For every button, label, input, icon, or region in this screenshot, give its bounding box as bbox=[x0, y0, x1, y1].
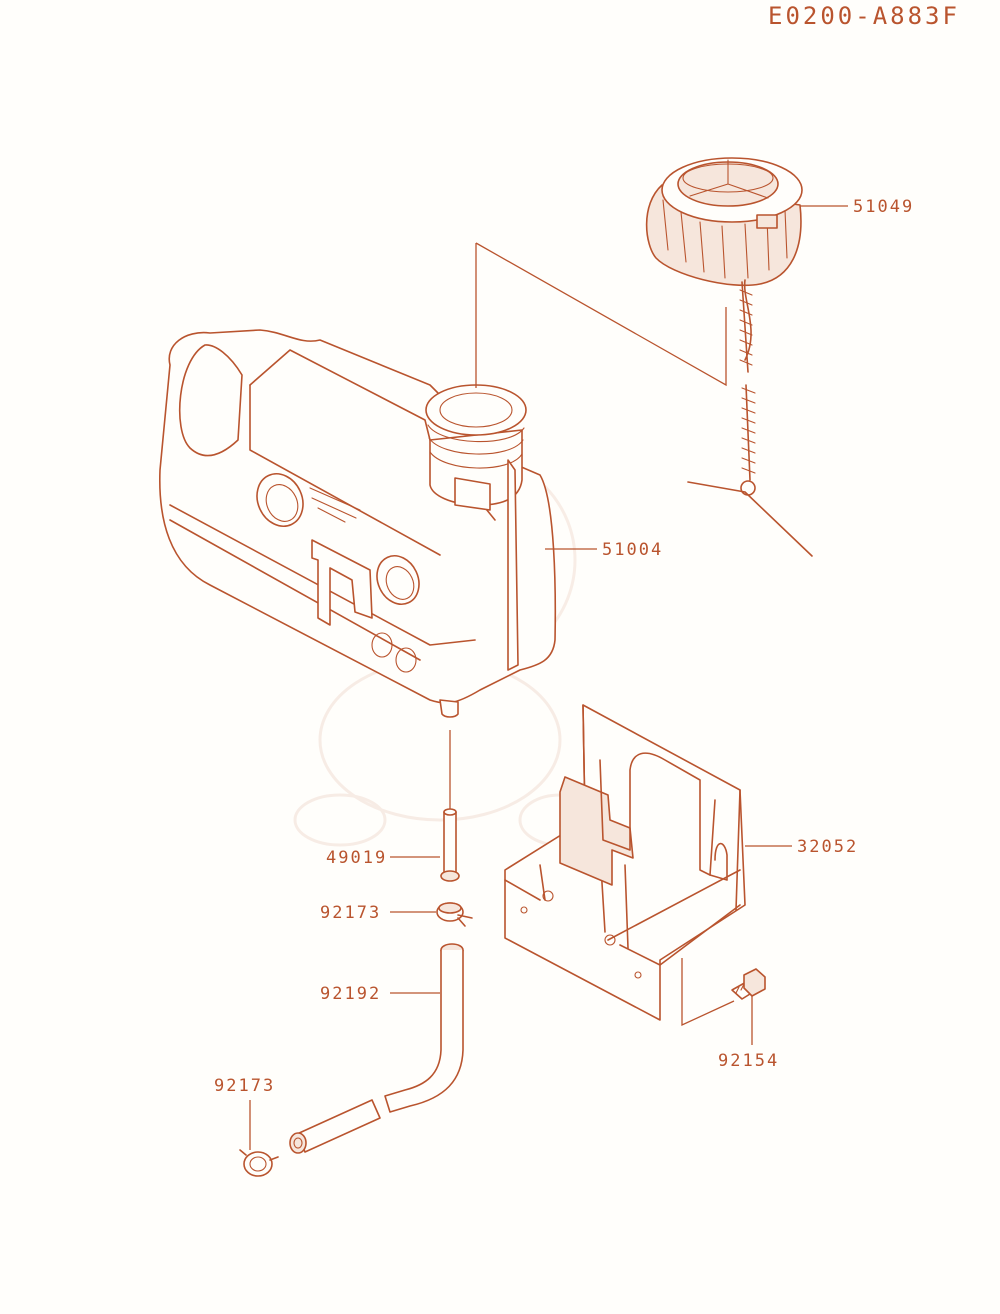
diagram-code: E0200-A883F bbox=[768, 2, 960, 30]
part-label-joint[interactable]: 49019 bbox=[326, 848, 388, 868]
part-label-fuel-cap[interactable]: 51049 bbox=[853, 197, 915, 217]
bracket-drawing bbox=[504, 704, 746, 1021]
bolt-drawing bbox=[681, 958, 766, 1045]
fuel-tank-drawing bbox=[158, 329, 557, 718]
part-label-clamp-lower[interactable]: 92173 bbox=[214, 1076, 276, 1096]
part-label-fuel-tank[interactable]: 51004 bbox=[602, 540, 664, 560]
cap-leader-line bbox=[475, 242, 727, 388]
fuel-cap-drawing bbox=[645, 157, 813, 557]
part-label-bracket[interactable]: 32052 bbox=[797, 837, 859, 857]
part-label-fuel-hose[interactable]: 92192 bbox=[320, 984, 382, 1004]
part-label-clamp-upper[interactable]: 92173 bbox=[320, 903, 382, 923]
part-label-bolt[interactable]: 92154 bbox=[718, 1051, 780, 1071]
clamp-lower-drawing bbox=[239, 1100, 279, 1177]
joint-drawing bbox=[440, 730, 460, 882]
fuel-hose-drawing bbox=[289, 943, 464, 1154]
label-leaders bbox=[390, 205, 848, 994]
clamp-upper-drawing bbox=[436, 902, 473, 927]
